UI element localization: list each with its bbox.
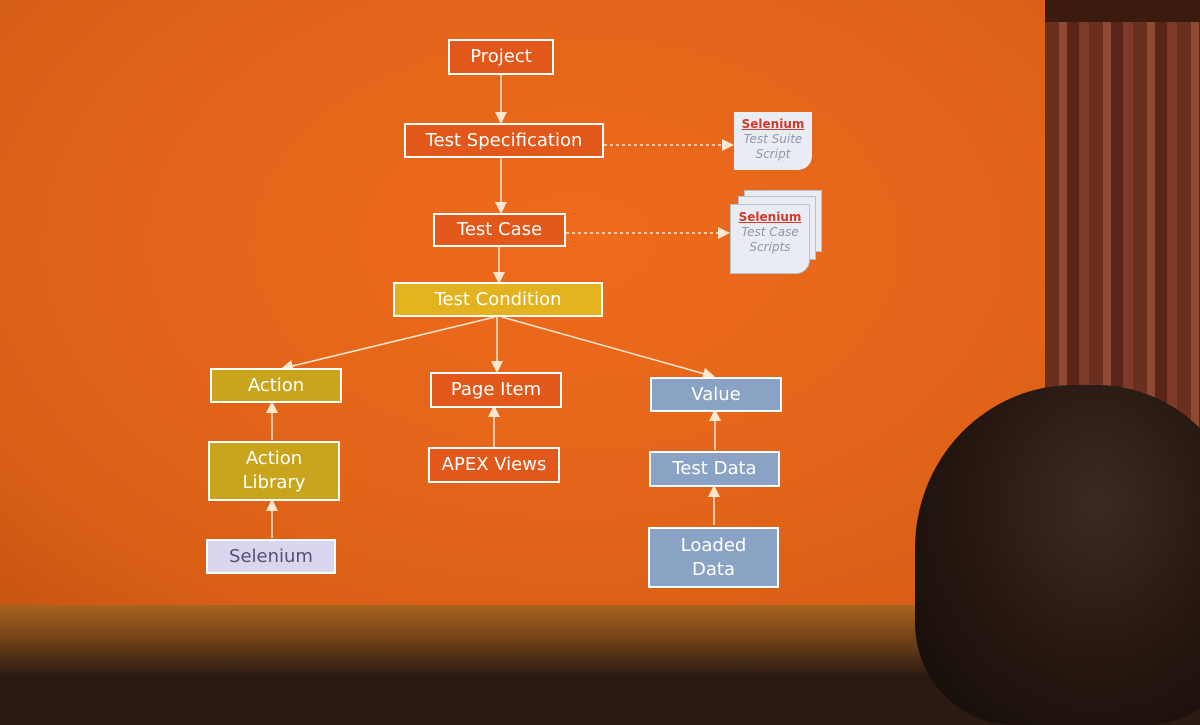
cases-doc-line2: Scripts (749, 240, 791, 254)
action-library-line1: Action (245, 448, 303, 469)
page-item-box: Page Item (430, 372, 562, 408)
audience-head-silhouette (915, 385, 1200, 725)
test-case-box: Test Case (433, 213, 566, 247)
action-library-box: Action Library (208, 441, 340, 501)
test-data-box: Test Data (649, 451, 780, 487)
value-box: Value (650, 377, 782, 412)
test-suite-script-doc: Selenium Test Suite Script (734, 112, 812, 170)
loaded-data-line1: Loaded (680, 534, 747, 556)
cases-doc-brand: Selenium (738, 210, 802, 224)
screen-bottom-edge (0, 605, 1045, 675)
suite-doc-brand: Selenium (741, 117, 805, 131)
project-box: Project (448, 39, 554, 75)
curtain-valance (1045, 0, 1200, 22)
arrow-condition-action (281, 316, 496, 372)
cases-doc-line1: Test Case (741, 225, 799, 239)
case-scripts-doc: Selenium Test Case Scripts (730, 204, 810, 274)
apex-views-box: APEX Views (428, 447, 560, 483)
suite-doc-line1: Test Suite (743, 132, 803, 146)
arrow-condition-value (501, 316, 715, 380)
loaded-data-box: Loaded Data (648, 527, 779, 588)
action-library-line2: Library (242, 472, 306, 493)
selenium-box: Selenium (206, 539, 336, 574)
test-condition-box: Test Condition (393, 282, 603, 317)
connector-lines (266, 75, 734, 538)
suite-doc-line2: Script (755, 147, 791, 161)
action-box: Action (210, 368, 342, 403)
loaded-data-line2: Data (692, 558, 735, 580)
test-specification-box: Test Specification (404, 123, 604, 158)
